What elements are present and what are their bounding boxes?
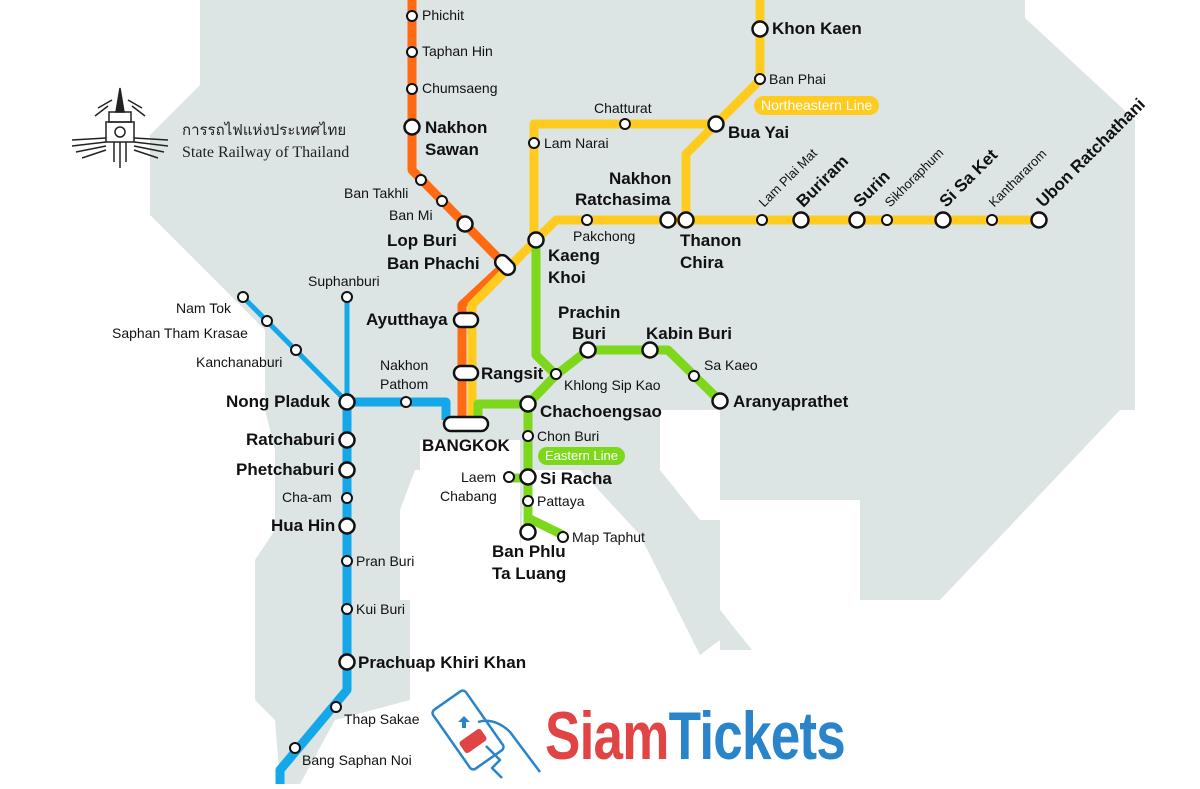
station-pattaya: Pattaya (537, 493, 585, 509)
station-chachoengsao: Chachoengsao (540, 402, 662, 421)
station-nakhon-ratchasima-line2: Ratchasima (575, 190, 671, 209)
gulf-area (420, 440, 520, 555)
station-kabin-buri: Kabin Buri (646, 324, 732, 343)
station-laem-chabang-line2: Chabang (440, 488, 497, 504)
brand-tickets: Tickets (668, 698, 846, 774)
station-khon-kaen: Khon Kaen (772, 19, 862, 38)
station-nakhon-pathom-line1: Nakhon (380, 357, 429, 373)
station-laem-chabang-line1: Laem (461, 469, 497, 485)
station-ratchaburi: Ratchaburi (246, 430, 335, 449)
station-ban-mi: Ban Mi (389, 207, 433, 223)
station-rangsit: Rangsit (481, 364, 544, 383)
siamtickets-logo: SiamTickets (545, 702, 846, 770)
station-thanon-chira-line1: Thanon (680, 231, 742, 250)
station-lop-buri: Lop Buri (387, 231, 457, 250)
org-name-english: State Railway of Thailand (182, 144, 350, 161)
station-nakhon-ratchasima-line1: Nakhon (609, 169, 672, 188)
station-thap-sakae: Thap Sakae (344, 711, 420, 727)
station-ban-phachi: Ban Phachi (387, 254, 480, 273)
station-aranyaprathet: Aranyaprathet (733, 392, 849, 411)
northeastern-line-badge: Northeastern Line (754, 96, 880, 115)
station-pakchong: Pakchong (573, 228, 636, 244)
station-bang-saphan-noi: Bang Saphan Noi (302, 752, 412, 768)
station-ban-phlu-ta-luang-line1: Ban Phlu (492, 542, 566, 561)
station-chatturat: Chatturat (594, 100, 652, 116)
station-ban-phai: Ban Phai (769, 71, 826, 87)
southern-line (275, 397, 451, 784)
station-lam-narai: Lam Narai (544, 135, 609, 151)
station-prachin-buri-line2: Buri (572, 324, 606, 343)
station-nakhon-pathom-line2: Pathom (380, 376, 429, 392)
station-ban-phlu-ta-luang-line2: Ta Luang (492, 564, 567, 583)
station-prachuap-khiri-khan: Prachuap Khiri Khan (358, 653, 527, 672)
station-bua-yai: Bua Yai (728, 123, 790, 142)
station-taphan-hin: Taphan Hin (422, 43, 493, 59)
srt-logo: การรถไฟแห่งประเทศไทย State Railway of Th… (60, 78, 380, 178)
station-phichit: Phichit (422, 7, 465, 23)
eastern-line (473, 240, 724, 540)
ticket-hand-icon (431, 689, 541, 779)
station-kaeng-khoi-line1: Kaeng (548, 246, 600, 265)
brand-siam: Siam (545, 698, 669, 774)
stations-small (237, 10, 998, 754)
station-saphan-tham-krasae: Saphan Tham Krasae (112, 325, 248, 341)
land-east-patch (720, 410, 1120, 600)
station-si-racha: Si Racha (540, 469, 612, 488)
station-kui-buri: Kui Buri (356, 601, 406, 617)
station-khlong-sip-kao: Khlong Sip Kao (564, 377, 661, 393)
station-sa-kaeo: Sa Kaeo (704, 357, 758, 373)
station-map-taphut: Map Taphut (572, 529, 645, 545)
station-nakhon-sawan-line1: Nakhon (425, 118, 488, 137)
station-prachin-buri-line1: Prachin (558, 303, 621, 322)
interchange-stations (442, 253, 517, 433)
station-kaeng-khoi-line2: Khoi (548, 268, 586, 287)
station-chon-buri: Chon Buri (537, 428, 600, 444)
station-hua-hin: Hua Hin (271, 516, 336, 535)
station-nong-pladuk: Nong Pladuk (226, 392, 330, 411)
station-chumsaeng: Chumsaeng (422, 80, 498, 96)
station-suphanburi: Suphanburi (308, 273, 380, 289)
station-nakhon-sawan-line2: Sawan (425, 140, 479, 159)
station-kanchanaburi: Kanchanaburi (196, 354, 283, 370)
org-name-thai: การรถไฟแห่งประเทศไทย (182, 121, 347, 139)
eastern-line-badge: Eastern Line (538, 447, 625, 465)
station-ban-takhli: Ban Takhli (344, 185, 409, 201)
station-pran-buri: Pran Buri (356, 553, 415, 569)
station-cha-am: Cha-am (282, 489, 332, 505)
station-thanon-chira-line2: Chira (680, 253, 724, 272)
station-phetchaburi: Phetchaburi (236, 460, 335, 479)
stations-major (338, 20, 1048, 671)
station-bangkok: BANGKOK (422, 436, 510, 455)
station-ayutthaya: Ayutthaya (366, 310, 448, 329)
srt-emblem-icon (71, 87, 169, 168)
station-nam-tok: Nam Tok (176, 300, 231, 316)
